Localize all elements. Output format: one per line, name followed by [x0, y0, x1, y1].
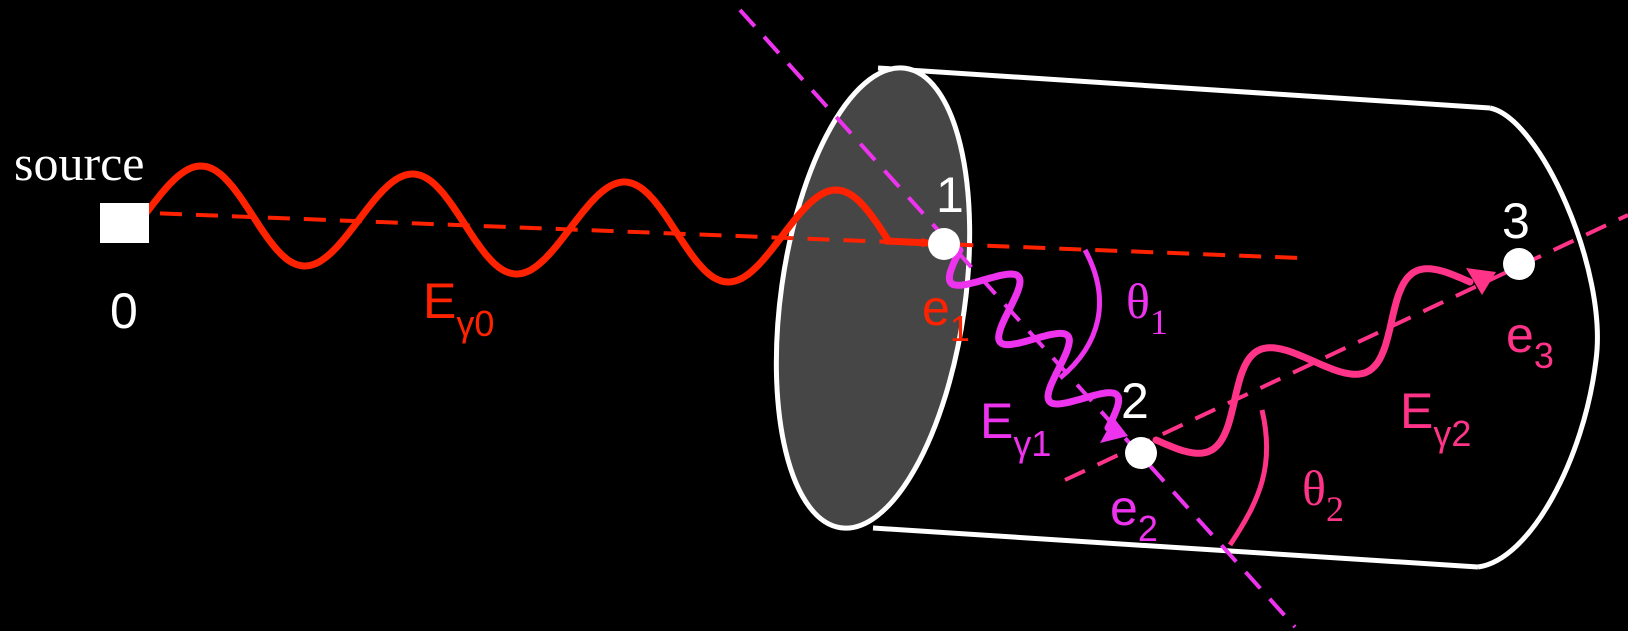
cylinder-front-face	[773, 65, 973, 531]
interaction-point-2	[1125, 437, 1157, 469]
point-3-label: 3	[1502, 193, 1530, 249]
point-0-label: 0	[110, 283, 138, 339]
gamma-ray-1-wave	[945, 246, 1123, 432]
point-1-label: 1	[936, 167, 964, 223]
gamma-ray-1-arrowhead	[1100, 418, 1128, 443]
interaction-point-1	[928, 228, 960, 260]
point-2-label: 2	[1121, 373, 1149, 429]
source-label: source	[14, 135, 145, 191]
electron-1-label: e1	[922, 280, 970, 349]
energy-1-label: Eγ1	[980, 393, 1051, 464]
cylinder-top-edge	[877, 65, 1491, 111]
gamma-ray-0-arrow	[884, 237, 932, 248]
detector-cylinder	[773, 65, 1600, 570]
gamma-ray-2-wave	[1152, 265, 1474, 457]
energy-2-label: Eγ2	[1400, 383, 1471, 454]
source-marker	[100, 203, 149, 243]
incident-direction-line	[123, 210, 1301, 260]
gamma-ray-0-wave	[143, 162, 892, 286]
gamma-ray-2-arrowhead	[1466, 268, 1496, 295]
theta-1-label: θ1	[1126, 273, 1168, 342]
cylinder-back-arc	[1477, 105, 1600, 570]
scatter-1-direction-line	[738, 8, 1297, 629]
theta-1-arc	[1058, 248, 1102, 380]
theta-2-label: θ2	[1302, 460, 1344, 529]
electron-3-label: e3	[1506, 307, 1554, 376]
energy-0-label: Eγ0	[423, 273, 494, 344]
electron-2-label: e2	[1110, 480, 1158, 549]
theta-2-arc	[1227, 409, 1270, 547]
cylinder-bottom-edge	[872, 525, 1479, 570]
interaction-point-3	[1503, 248, 1535, 280]
